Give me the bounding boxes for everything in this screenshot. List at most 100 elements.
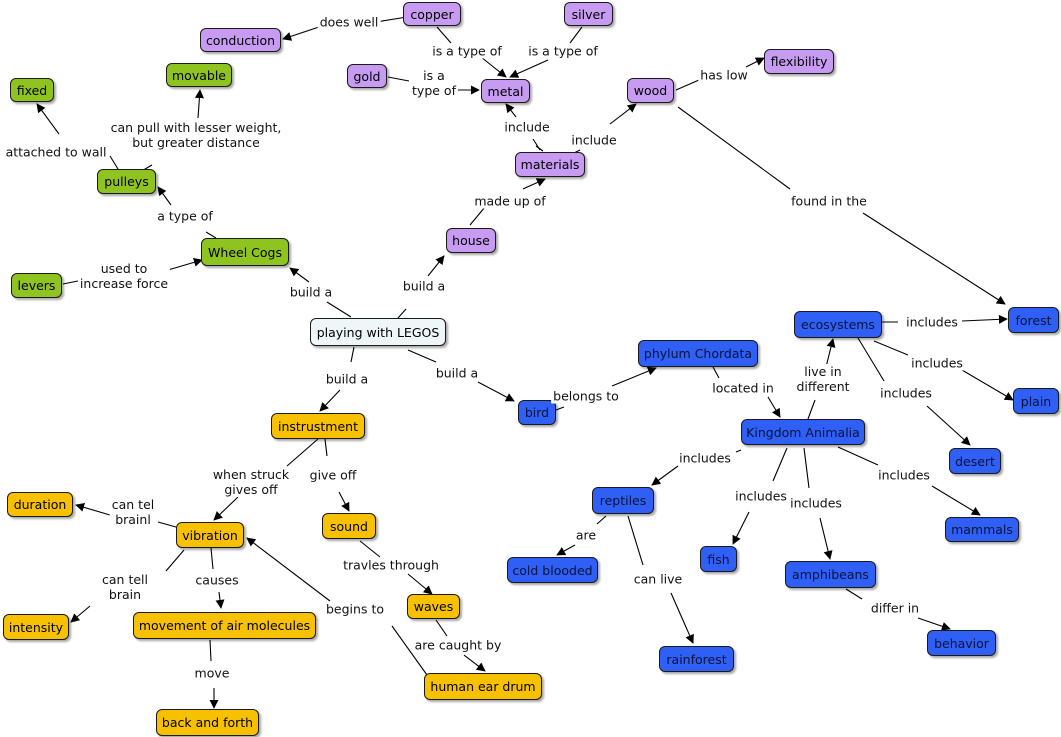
node-conduction[interactable]: conduction bbox=[200, 28, 281, 52]
connector-line bbox=[556, 544, 576, 556]
node-duration[interactable]: duration bbox=[7, 492, 73, 517]
connector-line bbox=[246, 537, 331, 602]
node-movable[interactable]: movable bbox=[166, 63, 232, 87]
link-label-has-low: has low bbox=[698, 67, 750, 83]
node-materials[interactable]: materials bbox=[515, 152, 585, 177]
connector-line bbox=[319, 389, 341, 412]
connector-line bbox=[651, 465, 679, 486]
connector-line bbox=[862, 212, 1006, 305]
node-vibration[interactable]: vibration bbox=[176, 522, 244, 548]
connector-line bbox=[326, 301, 352, 318]
connector-line bbox=[436, 26, 452, 44]
node-copper[interactable]: copper bbox=[403, 2, 461, 26]
node-mammals[interactable]: mammals bbox=[945, 517, 1019, 542]
link-label-does-well: does well bbox=[317, 14, 381, 30]
connector-line bbox=[36, 103, 60, 135]
node-back-and-forth[interactable]: back and forth bbox=[156, 709, 259, 736]
link-label-located-in: located in bbox=[710, 380, 776, 396]
node-human-ear-drum[interactable]: human ear drum bbox=[424, 673, 542, 700]
connector-line bbox=[712, 366, 720, 379]
connector-line bbox=[509, 59, 549, 78]
connector-line bbox=[825, 338, 836, 368]
node-silver[interactable]: silver bbox=[564, 2, 613, 26]
connector-line bbox=[845, 588, 863, 600]
connector-line bbox=[675, 79, 700, 91]
node-instrument[interactable]: instrustment bbox=[271, 413, 365, 439]
node-pulleys[interactable]: pulleys bbox=[97, 169, 156, 194]
node-behavior[interactable]: behavior bbox=[927, 630, 996, 656]
node-bird[interactable]: bird bbox=[518, 400, 556, 425]
connector-line bbox=[477, 381, 515, 402]
connector-line bbox=[289, 267, 310, 283]
node-levers[interactable]: levers bbox=[11, 273, 62, 298]
connector-line bbox=[522, 178, 546, 190]
connector-line bbox=[109, 155, 119, 170]
link-label-silver-type: is a type of bbox=[526, 43, 600, 59]
link-label-found-in: found in the bbox=[789, 193, 869, 209]
connector-line bbox=[359, 540, 381, 558]
link-label-eco-includes-desert: includes bbox=[878, 385, 934, 401]
node-fixed[interactable]: fixed bbox=[10, 78, 54, 102]
link-label-eco-includes-forest: includes bbox=[904, 314, 960, 330]
node-reptiles[interactable]: reptiles bbox=[592, 487, 654, 514]
connector-line bbox=[387, 76, 410, 82]
node-intensity[interactable]: intensity bbox=[3, 614, 69, 640]
connector-line bbox=[427, 255, 445, 277]
link-label-can-live: can live bbox=[631, 571, 685, 587]
connector-line bbox=[803, 447, 810, 489]
connector-line bbox=[205, 231, 217, 239]
node-amphibeans[interactable]: amphibeans bbox=[785, 561, 876, 588]
node-metal[interactable]: metal bbox=[481, 79, 530, 103]
connector-line bbox=[735, 449, 742, 453]
connector-line bbox=[535, 145, 544, 152]
node-plain[interactable]: plain bbox=[1013, 388, 1059, 414]
connector-line bbox=[75, 502, 111, 516]
connector-line bbox=[807, 399, 816, 420]
link-label-belongs-to: belongs to bbox=[551, 388, 621, 404]
node-gold[interactable]: gold bbox=[347, 64, 387, 88]
link-label-gold-type: is a type of bbox=[410, 68, 458, 98]
connector-line bbox=[732, 511, 750, 545]
link-label-k-includes-mammals: includes bbox=[876, 467, 932, 483]
node-flexibility[interactable]: flexibility bbox=[764, 49, 834, 74]
node-phylum-chordata[interactable]: phylum Chordata bbox=[638, 340, 758, 367]
connector-line bbox=[819, 517, 833, 560]
connector-line bbox=[611, 366, 657, 387]
connector-line bbox=[70, 605, 91, 623]
link-label-used-to: used to increase force bbox=[77, 261, 171, 291]
connector-line bbox=[324, 438, 328, 457]
node-playing-with-legos[interactable]: playing with LEGOS bbox=[310, 318, 446, 346]
connector-line bbox=[469, 206, 486, 226]
node-waves[interactable]: waves bbox=[407, 594, 460, 619]
node-desert[interactable]: desert bbox=[949, 448, 1001, 474]
node-wood[interactable]: wood bbox=[627, 78, 674, 103]
link-label-a-type-of: a type of bbox=[155, 208, 215, 224]
node-kingdom-animalia[interactable]: Kingdom Animalia bbox=[741, 419, 865, 445]
connector-line bbox=[931, 485, 981, 516]
connector-line bbox=[917, 617, 951, 631]
connector-line bbox=[961, 369, 1014, 401]
node-wheel-cogs[interactable]: Wheel Cogs bbox=[201, 238, 289, 266]
node-fish[interactable]: fish bbox=[700, 546, 737, 572]
connector-line bbox=[596, 515, 607, 525]
connector-line bbox=[338, 491, 350, 512]
node-sound[interactable]: sound bbox=[322, 513, 376, 539]
connector-line bbox=[407, 573, 433, 595]
connector-line bbox=[857, 337, 885, 382]
connector-line bbox=[627, 515, 644, 566]
connector-line bbox=[194, 89, 204, 119]
node-house[interactable]: house bbox=[446, 228, 496, 253]
link-label-when-struck: when struck gives off bbox=[210, 467, 292, 497]
node-movement-of-air-molecules[interactable]: movement of air molecules bbox=[133, 612, 316, 639]
node-cold-blooded[interactable]: cold blooded bbox=[507, 557, 598, 583]
link-label-differ-in: differ in bbox=[868, 600, 922, 616]
link-label-live-in: live in different bbox=[794, 364, 852, 394]
node-forest[interactable]: forest bbox=[1008, 307, 1059, 333]
node-ecosystems[interactable]: ecosystems bbox=[794, 311, 882, 338]
connector-line bbox=[745, 57, 765, 68]
node-rainforest[interactable]: rainforest bbox=[659, 646, 734, 672]
link-label-include-metal: include bbox=[502, 119, 552, 135]
link-label-build-wheel: build a bbox=[287, 284, 335, 300]
connector-line bbox=[772, 447, 788, 482]
